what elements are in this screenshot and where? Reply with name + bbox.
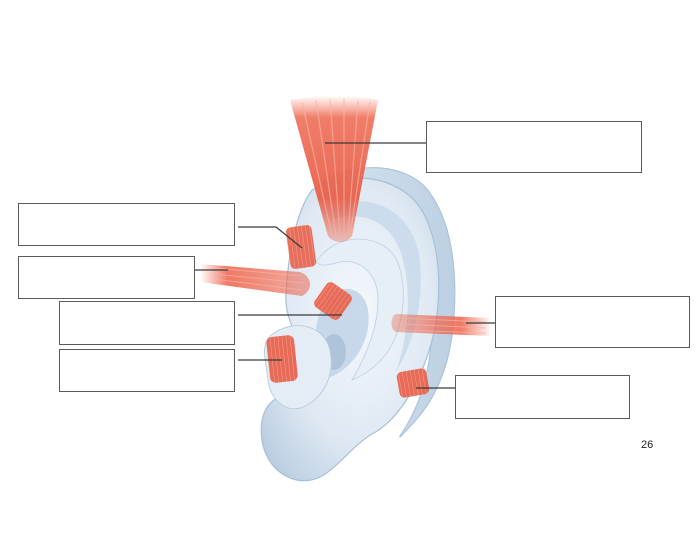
label-box-5[interactable]	[59, 349, 235, 392]
helix-fold	[330, 201, 421, 372]
muscle-superior-fan-fibers	[301, 98, 371, 237]
label-box-4[interactable]	[59, 301, 235, 345]
label-box-6[interactable]	[495, 296, 690, 348]
muscle-band-right-fibers	[399, 317, 487, 334]
muscle-block-lower	[266, 335, 298, 383]
label-box-3[interactable]	[18, 256, 195, 299]
leader-lines	[195, 142, 495, 389]
muscle-band-left-fibers	[213, 267, 305, 291]
muscle-block-right-lower	[396, 368, 430, 398]
label-box-1[interactable]	[426, 121, 642, 173]
muscle-block-middle	[314, 282, 352, 320]
label-box-2[interactable]	[18, 203, 235, 246]
leader-line-box-2	[238, 226, 303, 249]
antihelix	[315, 238, 404, 381]
label-box-7[interactable]	[455, 375, 630, 419]
page-number: 26	[641, 439, 654, 451]
